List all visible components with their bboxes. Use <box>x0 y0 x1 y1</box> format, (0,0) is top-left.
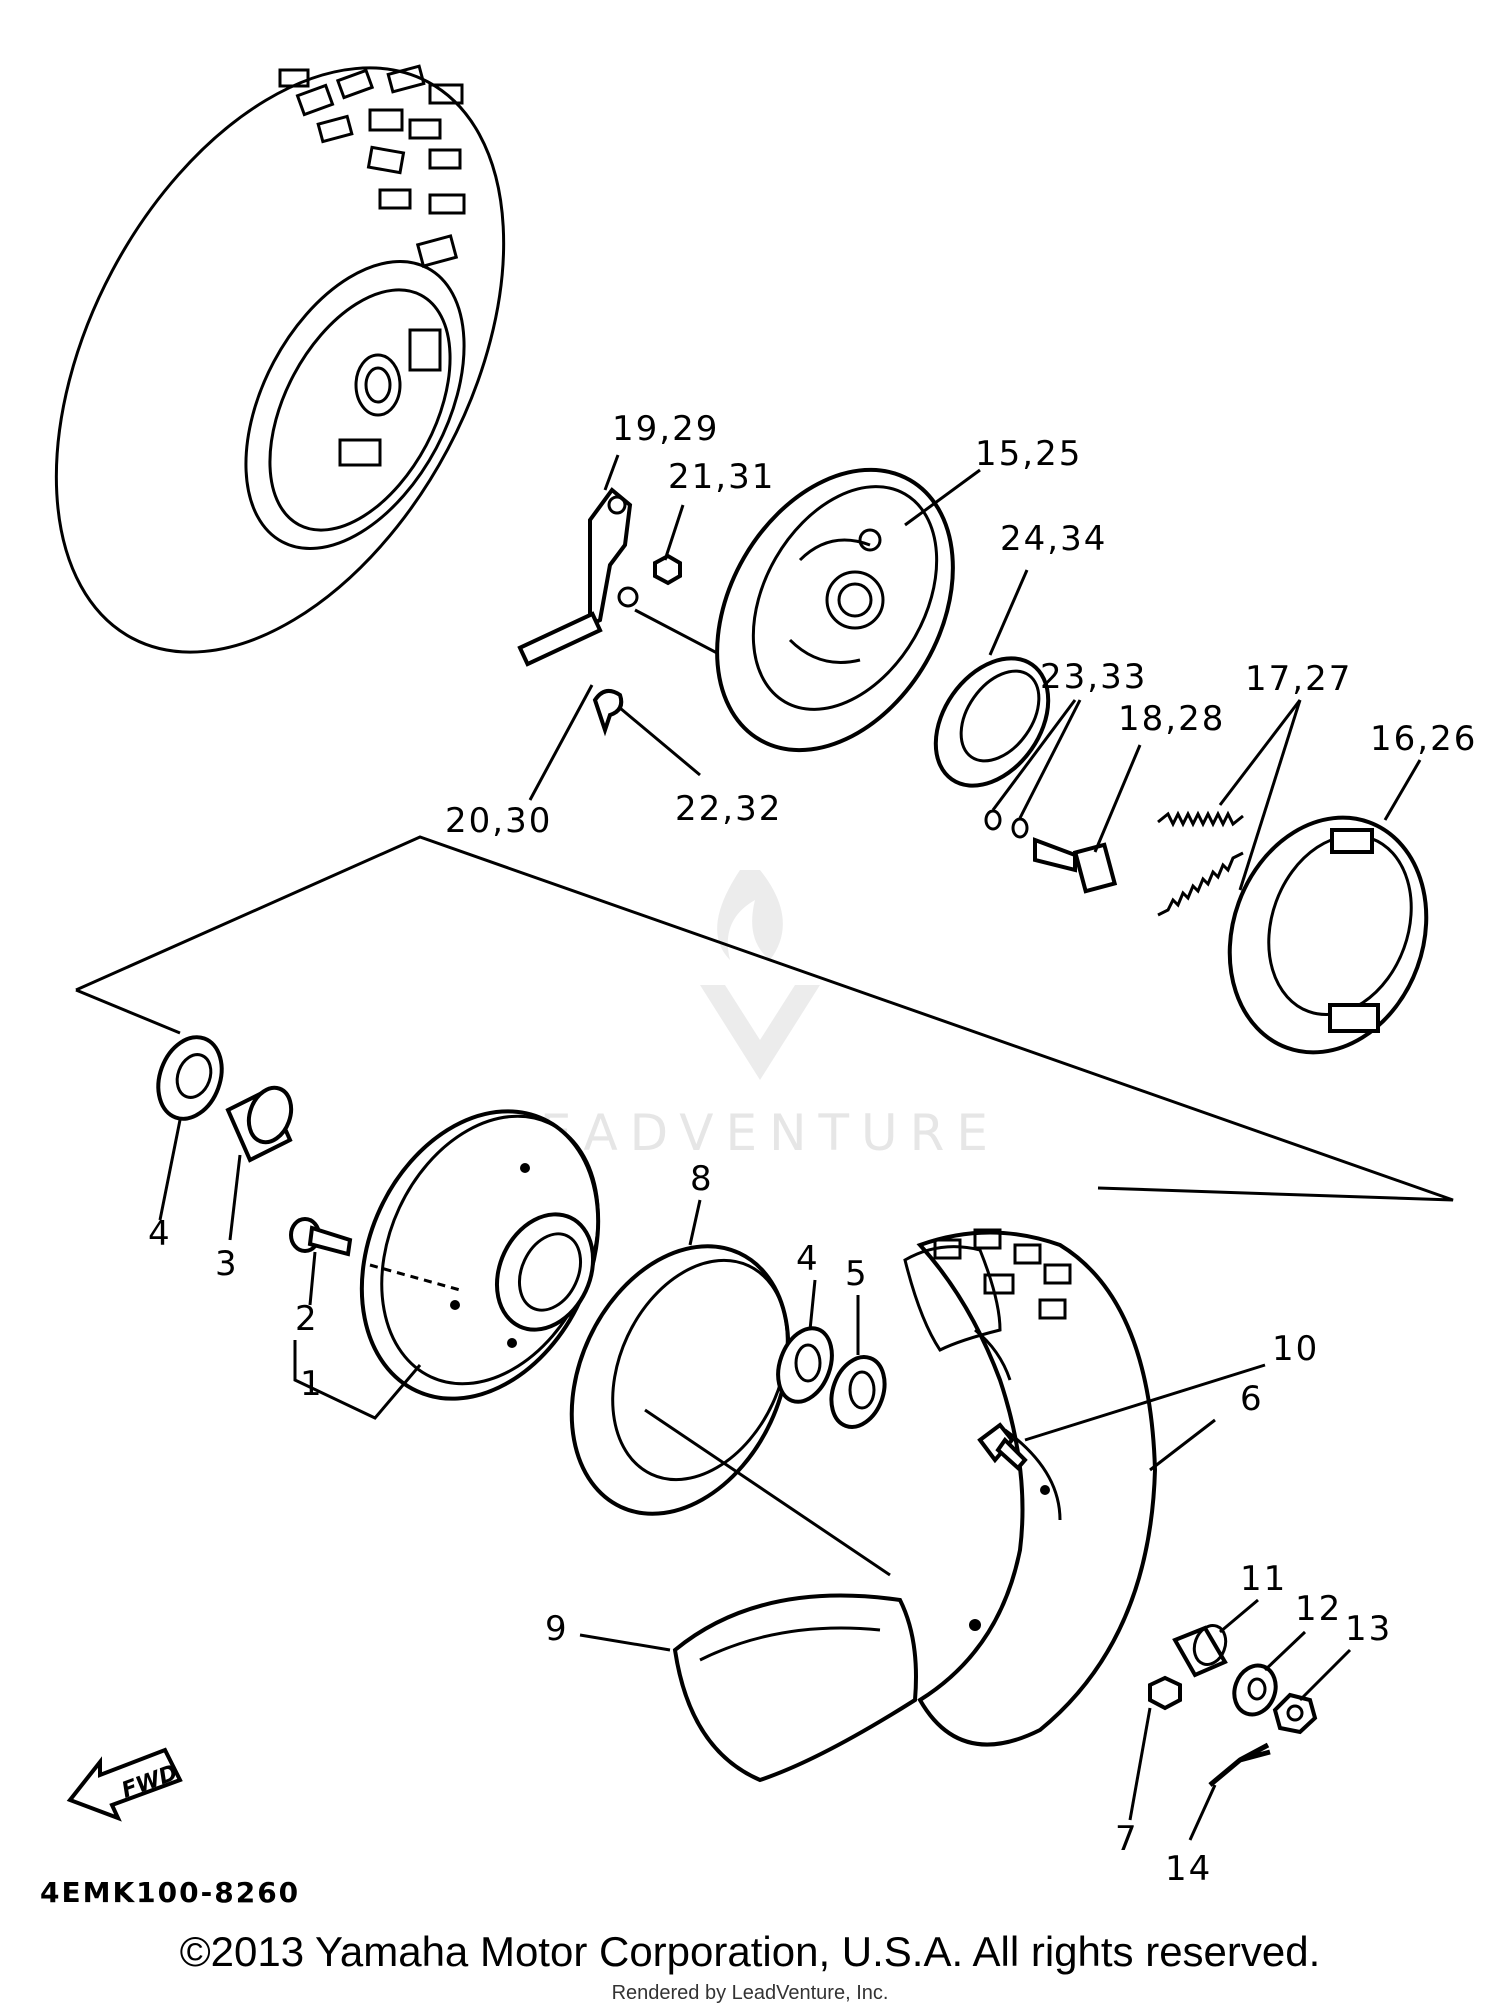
callout-13: 13 <box>1345 1609 1392 1649</box>
o-rings-and-camshaft-drawing <box>984 809 1118 894</box>
rim-band-drawing <box>569 1244 891 1577</box>
callout-18-28: 18,28 <box>1118 699 1225 739</box>
rendered-by-notice: Rendered by LeadVenture, Inc. <box>611 1982 889 2004</box>
callout-4-outer: 4 <box>148 1214 172 1254</box>
callout-6: 6 <box>1240 1379 1264 1419</box>
assembled-wheel-drawing <box>54 64 506 654</box>
callout-24-34: 24,34 <box>1000 519 1107 559</box>
callout-4-inner: 4 <box>796 1239 820 1279</box>
assembly-bracket-lines <box>75 835 1454 1202</box>
callout-23-33: 23,33 <box>1040 657 1147 697</box>
callout-14: 14 <box>1165 1849 1212 1889</box>
callout-8: 8 <box>690 1159 714 1199</box>
collar-washer-nut-pin-drawing <box>1172 1624 1318 1787</box>
forward-direction-arrow: FWD <box>66 1747 183 1822</box>
brake-camshaft-lever-drawing <box>517 487 741 737</box>
callout-10: 10 <box>1272 1329 1319 1369</box>
callout-9: 9 <box>545 1609 569 1649</box>
bolt-drawing <box>289 1217 353 1257</box>
bearing-and-collar-drawing <box>156 1035 294 1163</box>
callout-leader-lines <box>158 454 1422 1841</box>
oil-seal-drawing <box>933 656 1051 788</box>
tire-cutaway-drawing <box>672 1228 1158 1783</box>
copyright-notice: ©2013 Yamaha Motor Corporation, U.S.A. A… <box>179 1928 1321 1975</box>
inner-bearing-and-spacer-drawing <box>776 1326 887 1429</box>
brake-shoes-drawing <box>1227 815 1429 1055</box>
callout-3: 3 <box>215 1244 239 1284</box>
callout-19-29: 19,29 <box>612 409 719 449</box>
callout-15-25: 15,25 <box>975 434 1082 474</box>
callout-5: 5 <box>845 1254 869 1294</box>
nut-drawing <box>1148 1675 1182 1711</box>
callout-21-31: 21,31 <box>668 457 775 497</box>
callout-20-30: 20,30 <box>445 801 552 841</box>
springs-drawing <box>1157 810 1244 917</box>
callout-1: 1 <box>300 1364 324 1404</box>
callout-7: 7 <box>1115 1819 1139 1859</box>
callout-12: 12 <box>1295 1589 1342 1629</box>
tire-valve-drawing <box>977 1422 1028 1471</box>
diagram-code: 4EMK100-8260 <box>40 1876 300 1909</box>
wheel-hub-drawing <box>359 1109 601 1401</box>
callout-11: 11 <box>1240 1559 1287 1599</box>
brake-shoe-plate-drawing <box>715 467 955 753</box>
callout-2: 2 <box>295 1299 319 1339</box>
callout-labels: 1 2 3 4 4 5 6 7 8 9 10 11 12 13 14 15,25… <box>40 409 1477 1909</box>
callout-22-32: 22,32 <box>675 789 782 829</box>
callout-16-26: 16,26 <box>1370 719 1477 759</box>
callout-17-27: 17,27 <box>1245 659 1352 699</box>
